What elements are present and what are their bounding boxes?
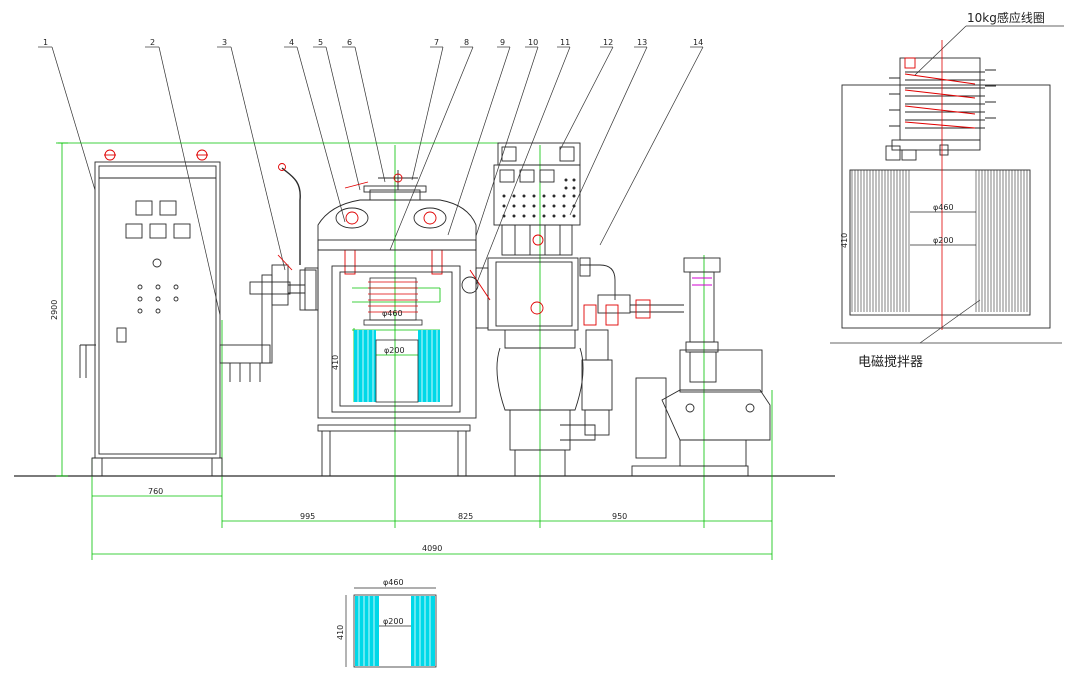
dim-width-total: 4090 bbox=[422, 544, 442, 553]
stirrer-dimension-lines bbox=[830, 40, 1062, 344]
dim-width-cabinet: 760 bbox=[148, 487, 163, 496]
part-number: 6 bbox=[347, 38, 352, 47]
dim-height-total: 2900 bbox=[50, 300, 59, 320]
coil-detail-inner-dia: φ200 bbox=[933, 236, 954, 245]
dim-width-c: 950 bbox=[612, 512, 627, 521]
furnace-coil-dia: φ460 bbox=[382, 309, 403, 318]
part-number: 12 bbox=[603, 38, 613, 47]
part-number: 5 bbox=[318, 38, 323, 47]
part-number: 9 bbox=[500, 38, 505, 47]
part-leaders bbox=[38, 46, 704, 316]
furnace-body bbox=[304, 170, 489, 476]
stirrer-laminations bbox=[851, 170, 1028, 312]
part-number: 10 bbox=[528, 38, 538, 47]
bottom-outer-dia: φ460 bbox=[383, 578, 404, 587]
part-number: 14 bbox=[693, 38, 703, 47]
part-number: 3 bbox=[222, 38, 227, 47]
bottom-coil-detail bbox=[345, 587, 437, 668]
coil-detail-height: 410 bbox=[840, 233, 849, 248]
furnace-cyan-coil bbox=[354, 330, 440, 403]
coil-detail-view bbox=[841, 25, 1064, 329]
roots-pump-assembly bbox=[579, 257, 771, 477]
stirrer-label: 电磁搅拌器 bbox=[858, 354, 923, 370]
dimension-lines bbox=[56, 142, 773, 560]
part-number: 8 bbox=[464, 38, 469, 47]
part-number: 2 bbox=[150, 38, 155, 47]
coil-detail-title: 10kg感应线圈 bbox=[967, 10, 1045, 25]
part-number: 7 bbox=[434, 38, 439, 47]
control-cabinet bbox=[79, 149, 223, 477]
dim-width-b: 825 bbox=[458, 512, 473, 521]
cable-pipe-assembly bbox=[219, 163, 317, 382]
vacuum-control-head bbox=[461, 142, 596, 477]
part-number: 1 bbox=[43, 38, 48, 47]
coil-detail-outer-dia: φ460 bbox=[933, 203, 954, 212]
bottom-inner-dia: φ200 bbox=[383, 617, 404, 626]
part-number-labels: 1 2 3 4 5 6 7 8 9 10 11 12 13 14 bbox=[43, 38, 703, 47]
furnace-coil bbox=[363, 277, 423, 326]
part-number: 4 bbox=[289, 38, 294, 47]
furnace-height: 410 bbox=[331, 355, 340, 370]
dimension-labels: 2900 760 995 825 950 4090 bbox=[50, 300, 627, 553]
part-number: 11 bbox=[560, 38, 570, 47]
furnace-inner-dia: φ200 bbox=[384, 346, 405, 355]
bottom-height: 410 bbox=[336, 625, 345, 640]
dim-width-a: 995 bbox=[300, 512, 315, 521]
part-number: 13 bbox=[637, 38, 647, 47]
